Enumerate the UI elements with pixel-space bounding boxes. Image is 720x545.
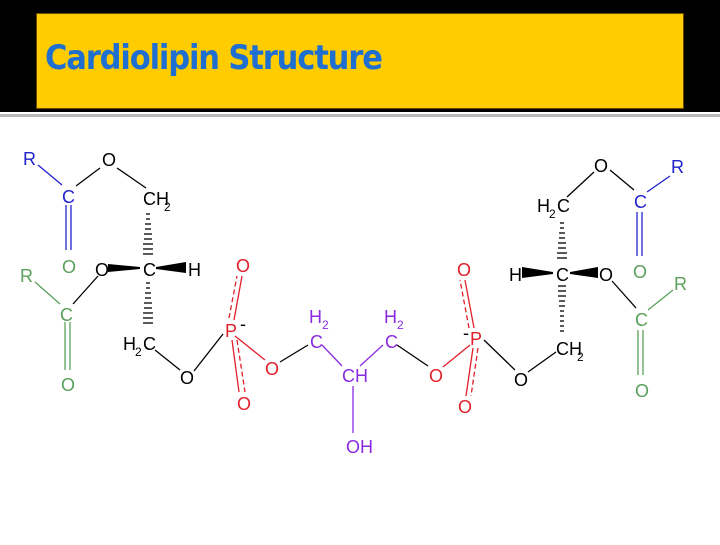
- title-divider: [0, 114, 720, 117]
- charge-minus: -: [240, 314, 246, 334]
- atom-H: H: [188, 260, 201, 280]
- slide-title: Cardiolipin Structure: [45, 38, 383, 78]
- atom-H: H: [309, 307, 322, 327]
- atom-O: O: [429, 366, 443, 386]
- left-acyl-1: R C O O: [23, 149, 147, 277]
- atom-C: C: [60, 305, 73, 325]
- atom-CH: CH: [143, 189, 169, 209]
- atom-C: C: [385, 332, 398, 352]
- atom-O: O: [635, 381, 649, 401]
- atom-R: R: [20, 266, 33, 286]
- svg-text:2: 2: [397, 318, 404, 332]
- atom-O: O: [62, 257, 76, 277]
- atom-C: C: [635, 310, 648, 330]
- svg-text:2: 2: [549, 207, 556, 221]
- atom-O: O: [457, 260, 471, 280]
- svg-text:2: 2: [135, 345, 142, 359]
- atom-R: R: [674, 274, 687, 294]
- atom-OH: OH: [346, 437, 373, 457]
- atom-C: C: [634, 192, 647, 212]
- left-phosphate: P - O O O: [225, 256, 279, 414]
- atom-O: O: [265, 359, 279, 379]
- central-glycerol: H 2 C CH H 2 C OH: [279, 307, 429, 457]
- atom-CH: CH: [342, 366, 368, 386]
- atom-H: H: [384, 307, 397, 327]
- atom-O: O: [594, 156, 608, 176]
- svg-text:2: 2: [577, 350, 584, 364]
- atom-O: O: [237, 394, 251, 414]
- svg-text:2: 2: [322, 318, 329, 332]
- atom-C: C: [143, 334, 156, 354]
- atom-H: H: [123, 334, 136, 354]
- atom-C-chiral: C: [143, 260, 156, 280]
- charge-minus: -: [463, 323, 469, 343]
- svg-text:2: 2: [164, 200, 171, 214]
- atom-C-chiral: C: [556, 265, 569, 285]
- atom-C: C: [557, 196, 570, 216]
- atom-O: O: [633, 262, 647, 282]
- left-acyl-2: R C O: [20, 266, 99, 395]
- right-phosphate: O P - O O: [429, 260, 516, 417]
- atom-O: O: [180, 368, 194, 388]
- atom-CH: CH: [556, 339, 582, 359]
- atom-H: H: [537, 196, 550, 216]
- atom-R: R: [23, 149, 36, 169]
- atom-O: O: [458, 397, 472, 417]
- atom-O: O: [95, 260, 109, 280]
- title-band: Cardiolipin Structure: [0, 0, 720, 112]
- atom-R: R: [671, 157, 684, 177]
- left-glycerol: CH 2 C H O H 2 C O: [95, 189, 224, 388]
- right-acyl-1: O C R O: [594, 156, 684, 282]
- atom-O: O: [599, 265, 613, 285]
- atom-P: P: [470, 329, 482, 349]
- right-glycerol: O CH 2 C H H 2 C: [509, 171, 598, 390]
- atom-O: O: [102, 150, 116, 170]
- atom-O: O: [236, 256, 250, 276]
- atom-O: O: [514, 370, 528, 390]
- atom-H: H: [509, 265, 522, 285]
- cardiolipin-structure-diagram: R C O O CH 2 C H O H 2 C: [0, 118, 720, 540]
- atom-P: P: [225, 321, 237, 341]
- atom-C: C: [310, 332, 323, 352]
- atom-O: O: [61, 375, 75, 395]
- atom-C: C: [62, 187, 75, 207]
- title-box: Cardiolipin Structure: [36, 13, 684, 109]
- right-acyl-2: O C R O: [599, 265, 687, 401]
